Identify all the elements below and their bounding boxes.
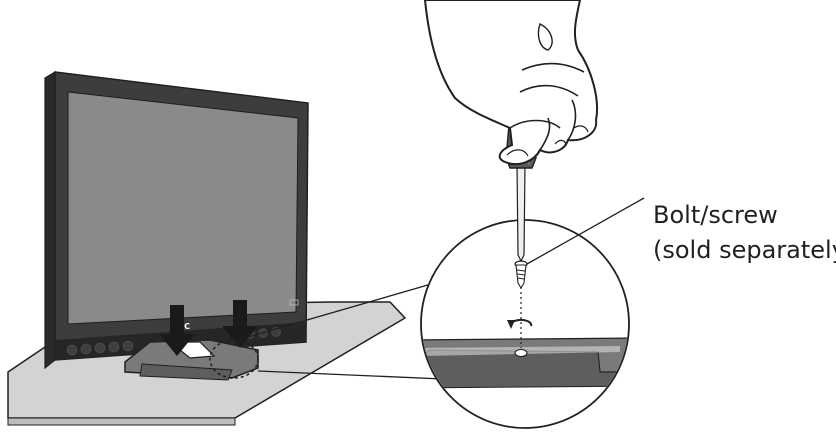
magnify-connector-lines — [237, 279, 467, 381]
down-arrow-icon — [159, 305, 195, 356]
down-arrow-icon — [222, 300, 258, 348]
screw-icon — [514, 260, 528, 290]
bolt-screw-label: Bolt/screw — [653, 201, 778, 229]
tv-stand-base — [124, 339, 259, 381]
tv-screen — [67, 91, 299, 325]
screw-location-highlight — [209, 339, 259, 379]
television: JVC — [44, 70, 309, 370]
callout-leader-line — [526, 197, 645, 265]
rotate-clockwise-icon — [507, 318, 533, 329]
sold-separately-label: (sold separately) — [653, 236, 836, 264]
screw-hole — [514, 348, 528, 358]
magnified-view — [420, 219, 630, 429]
hand-holding-screwdriver — [423, 0, 598, 166]
